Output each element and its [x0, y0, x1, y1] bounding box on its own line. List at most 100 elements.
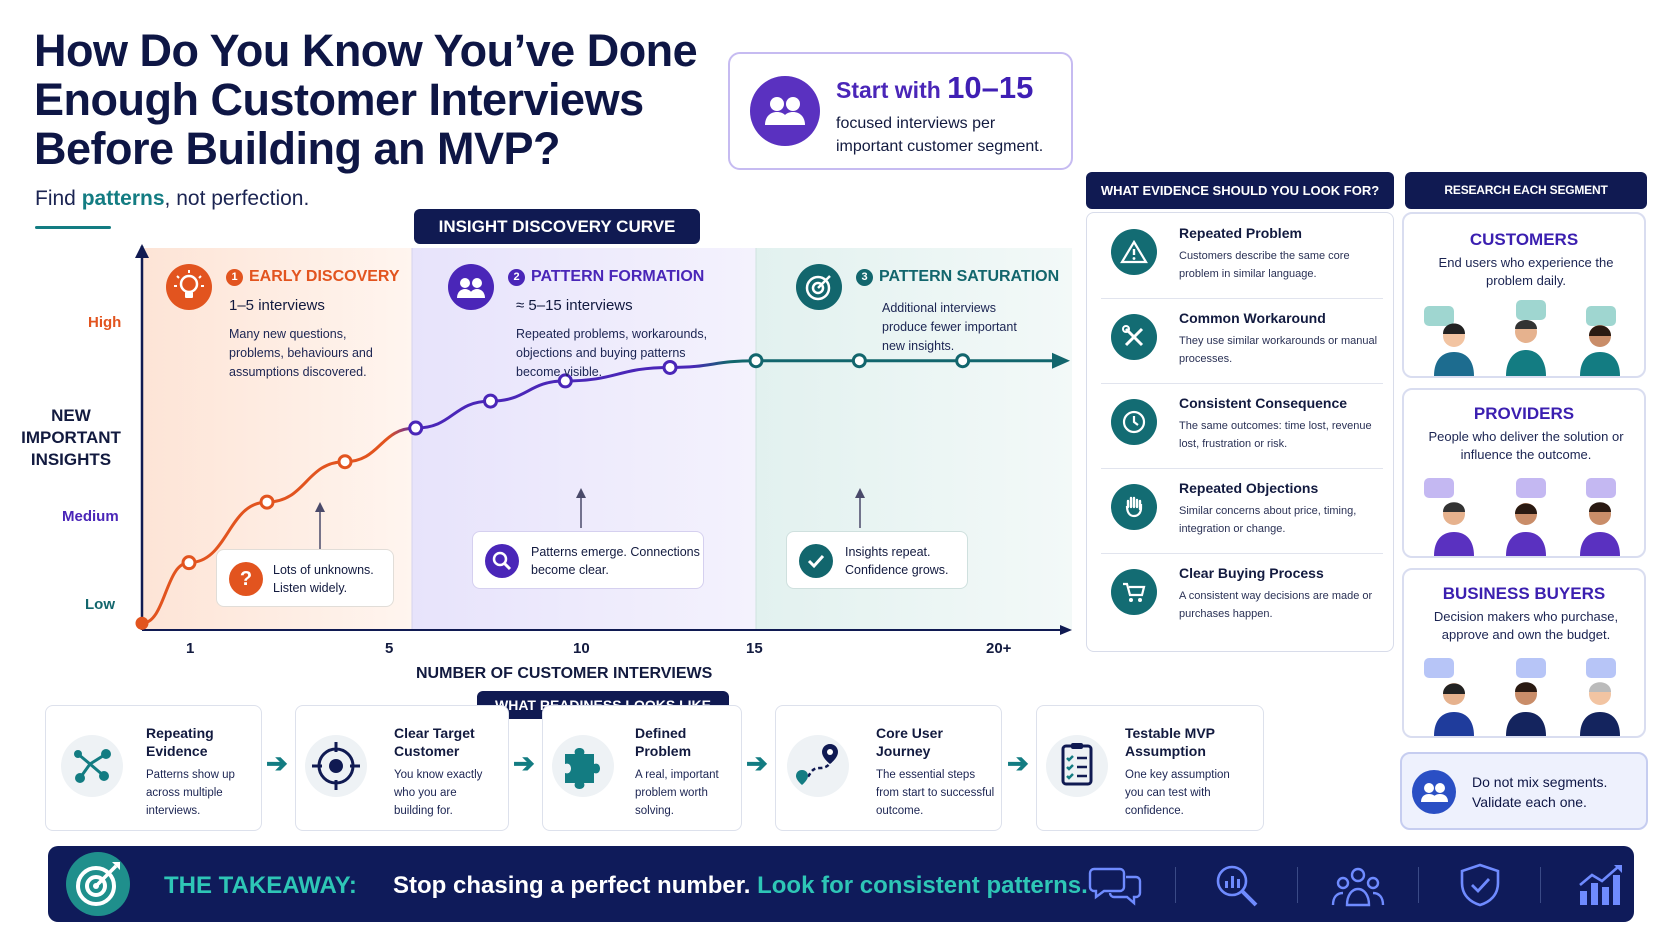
clock-icon [1111, 399, 1157, 445]
takeaway-label: THE TAKEAWAY: [164, 872, 357, 899]
phase-3-callout: Insights repeat. Confidence grows. [786, 531, 968, 589]
subtitle-underline [35, 226, 111, 229]
curve-line [141, 359, 1066, 625]
evidence-title: Common Workaround [1179, 310, 1326, 326]
readiness-card: Core User Journey The essential steps fr… [775, 705, 1002, 831]
people-illustration [1424, 300, 1620, 376]
segment-note: Do not mix segments. Validate each one. [1400, 752, 1648, 830]
evidence-title: Consistent Consequence [1179, 395, 1348, 411]
readiness-title: Core User Journey [876, 725, 943, 759]
start-card: Start with 10–15 focused interviews per … [728, 52, 1073, 170]
check-icon [799, 544, 833, 578]
readiness-title: Repeating Evidence [146, 725, 214, 759]
curve-series [135, 352, 1070, 630]
takeaway-banner: THE TAKEAWAY: Stop chasing a perfect num… [48, 846, 1634, 922]
phase-2-callout-text: Patterns emerge. Connections become clea… [531, 545, 700, 577]
readiness-title: Testable MVP Assumption [1125, 725, 1215, 759]
cart-icon [1111, 569, 1157, 615]
target-icon [796, 264, 842, 310]
segment-title: CUSTOMERS [1469, 230, 1579, 249]
curve-arrow-head [1052, 352, 1070, 369]
arrow-right-icon: ➔ [266, 748, 288, 778]
segment-desc: Decision makers who purchase, approve an… [1433, 609, 1619, 642]
takeaway-text: Stop chasing a perfect number. Look for … [393, 872, 1088, 899]
readiness-desc: A real, important problem worth solving. [635, 769, 719, 817]
x-tick-20plus: 20+ [986, 640, 1012, 657]
phase-1-callout-text: Lots of unknowns. Listen widely. [273, 563, 374, 595]
x-axis-arrow [1060, 625, 1072, 635]
phase-3-title: PATTERN SATURATION [879, 268, 1060, 285]
start-body: focused interviews per important custome… [836, 115, 1044, 155]
evidence-desc: A consistent way decisions are made or p… [1179, 590, 1373, 620]
curve-point [259, 494, 275, 510]
phase-3-number: 3 [856, 268, 873, 286]
y-axis-arrow [135, 244, 149, 258]
people-illustration [1424, 658, 1620, 736]
phase-3-callout-text: Insights repeat. Confidence grows. [845, 545, 949, 577]
phase-2-callout: Patterns emerge. Connections become clea… [472, 531, 704, 589]
readiness-card: Repeating Evidence Patterns show up acro… [45, 705, 262, 831]
x-tick-10: 10 [573, 640, 590, 657]
question-icon: ? [229, 562, 263, 596]
y-axis-title: NEW IMPORTANT INSIGHTS [21, 406, 121, 469]
segment-card-providers: PROVIDERS People who deliver the solutio… [1402, 388, 1646, 558]
evidence-pill: WHAT EVIDENCE SHOULD YOU LOOK FOR? [1086, 172, 1394, 209]
y-level-high: High [88, 314, 122, 331]
evidence-desc: The same outcomes: time lost, revenue lo… [1179, 420, 1372, 450]
users-icon [1412, 770, 1456, 814]
curve-point [483, 393, 498, 409]
page-title: How Do You Know You’ve Done Enough Custo… [34, 25, 698, 174]
arrow-right-icon: ➔ [513, 748, 535, 778]
curve-point [557, 373, 573, 389]
bullseye-icon [66, 852, 130, 916]
tools-icon [1111, 314, 1157, 360]
readiness-title: Defined Problem [635, 725, 692, 759]
search-icon [485, 544, 519, 578]
x-tick-1: 1 [186, 640, 195, 657]
evidence-title: Repeated Objections [1179, 480, 1319, 496]
evidence-desc: Customers describe the same core problem… [1179, 250, 1350, 280]
y-level-medium: Medium [62, 508, 119, 525]
segment-card-business-buyers: BUSINESS BUYERS Decision makers who purc… [1402, 568, 1646, 738]
checklist-icon [1046, 735, 1108, 797]
chat-bubbles-icon [1088, 867, 1142, 906]
curve-pill: INSIGHT DISCOVERY CURVE [414, 209, 700, 244]
x-tick-5: 5 [385, 640, 394, 657]
curve-point [135, 616, 149, 630]
segment-card-customers: CUSTOMERS End users who experience the p… [1402, 212, 1646, 378]
segment-desc: People who deliver the solution or influ… [1428, 429, 1624, 462]
network-icon [61, 735, 123, 797]
callout-arrows [315, 488, 865, 550]
journey-pin-icon [787, 735, 849, 797]
phase-1-range: 1–5 interviews [229, 297, 325, 314]
evidence-item: Common Workaround They use similar worka… [1101, 300, 1383, 384]
segment-title: PROVIDERS [1473, 404, 1575, 423]
curve-point [851, 353, 867, 369]
hand-icon [1111, 484, 1157, 530]
y-level-low: Low [85, 596, 115, 613]
curve-point [181, 555, 197, 571]
phase-1-number: 1 [226, 268, 243, 286]
takeaway-icons [1088, 858, 1628, 912]
phase-2-number: 2 [508, 268, 525, 286]
lightbulb-icon [166, 264, 212, 310]
evidence-panel: Repeated Problem Customers describe the … [1086, 212, 1394, 652]
puzzle-icon [552, 735, 614, 797]
arrow-right-icon: ➔ [746, 748, 768, 778]
evidence-title: Clear Buying Process [1179, 565, 1324, 581]
readiness-desc: You know exactly who you are building fo… [394, 769, 483, 817]
phase-1-desc: Many new questions, problems, behaviours… [229, 327, 373, 379]
users-icon [750, 76, 820, 146]
segment-note-text: Do not mix segments. Validate each one. [1472, 774, 1608, 810]
shield-check-icon [1460, 863, 1499, 907]
readiness-title: Clear Target Customer [394, 725, 475, 759]
readiness-card: Clear Target Customer You know exactly w… [295, 705, 509, 831]
team-icon [1331, 867, 1385, 907]
phase-2-range: ≈ 5–15 interviews [516, 297, 633, 314]
segment-title: BUSINESS BUYERS [1442, 584, 1606, 603]
page-subtitle: Find patterns, not perfection. [35, 187, 310, 210]
group-icon [448, 264, 494, 310]
readiness-desc: The essential steps from start to succes… [876, 769, 995, 817]
evidence-title: Repeated Problem [1179, 225, 1302, 241]
arrow-right-icon: ➔ [1007, 748, 1029, 778]
